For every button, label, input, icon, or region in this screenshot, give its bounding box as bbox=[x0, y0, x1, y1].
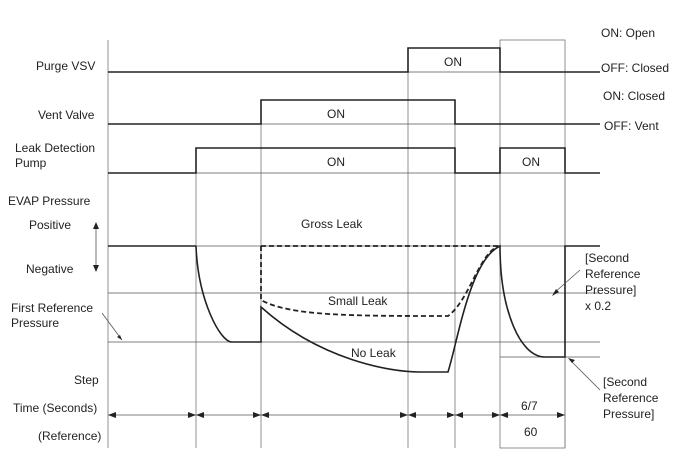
time-grid bbox=[107, 39, 600, 449]
purge-vsv-trace bbox=[108, 47, 600, 73]
label-leak-pump-1: Leak Detection bbox=[15, 141, 95, 155]
curve-small-leak: Small Leak bbox=[328, 294, 388, 308]
evap-pressure-curves bbox=[108, 244, 600, 373]
label-first-ref-1: First Reference bbox=[11, 301, 93, 315]
label-step: Step bbox=[74, 373, 99, 387]
leak-pump-trace bbox=[108, 147, 600, 174]
state-off-vent: OFF: Vent bbox=[604, 119, 659, 133]
second-ref-a-3: Pressure] bbox=[585, 283, 636, 297]
label-evap-pressure: EVAP Pressure bbox=[8, 194, 91, 208]
second-ref-a-4: x 0.2 bbox=[585, 299, 611, 313]
time-arrows bbox=[108, 412, 565, 418]
label-first-ref-2: Pressure bbox=[11, 316, 59, 330]
label-reference: (Reference) bbox=[38, 429, 101, 443]
label-leak-pump-2: Pump bbox=[15, 156, 47, 170]
first-ref-leader bbox=[101, 312, 123, 341]
second-ref-b-1: [Second bbox=[603, 375, 647, 389]
label-time-seconds: Time (Seconds) bbox=[13, 401, 97, 415]
curve-gross-leak: Gross Leak bbox=[301, 217, 363, 231]
vent-valve-trace bbox=[108, 99, 600, 125]
pump-on-label-1: ON bbox=[327, 155, 345, 169]
time-value-reference: 60 bbox=[524, 425, 538, 439]
second-ref-a-2: Reference bbox=[585, 267, 641, 281]
state-on-closed: ON: Closed bbox=[603, 89, 665, 103]
second-ref-a-leader bbox=[553, 269, 581, 294]
label-purge-vsv: Purge VSV bbox=[36, 59, 95, 73]
pressure-axis-arrows bbox=[93, 222, 99, 272]
vent-on-label: ON bbox=[327, 107, 345, 121]
second-ref-b-2: Reference bbox=[603, 391, 659, 405]
state-off-closed: OFF: Closed bbox=[601, 61, 669, 75]
second-ref-b-3: Pressure] bbox=[603, 407, 654, 421]
purge-on-label: ON bbox=[444, 55, 462, 69]
curve-no-leak: No Leak bbox=[351, 346, 397, 360]
label-negative: Negative bbox=[26, 262, 74, 276]
label-positive: Positive bbox=[29, 218, 71, 232]
pump-on-label-2: ON bbox=[522, 155, 540, 169]
state-on-open: ON: Open bbox=[601, 26, 655, 40]
label-vent-valve: Vent Valve bbox=[38, 108, 95, 122]
second-ref-a-1: [Second bbox=[585, 251, 629, 265]
second-ref-b-leader bbox=[569, 359, 601, 391]
time-value-seconds: 6/7 bbox=[521, 399, 538, 413]
